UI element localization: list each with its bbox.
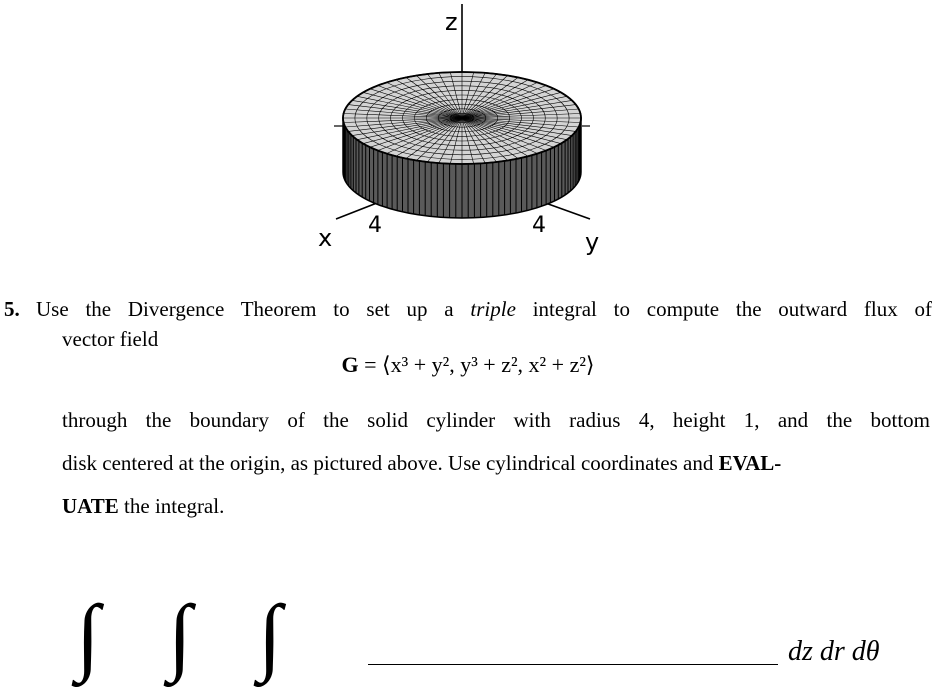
integral-sign-3: ∫ bbox=[258, 587, 282, 683]
top-spoke bbox=[363, 117, 463, 144]
top-spoke bbox=[461, 72, 474, 119]
top-spoke bbox=[461, 75, 508, 119]
top-spoke bbox=[345, 108, 463, 119]
top-spoke bbox=[461, 77, 519, 119]
paragraph-line-3-text: the integral. bbox=[124, 494, 225, 518]
top-spoke bbox=[369, 88, 463, 119]
top-spoke bbox=[386, 117, 463, 154]
top-spoke bbox=[461, 117, 474, 164]
top-spoke bbox=[461, 104, 576, 119]
top-spoke bbox=[377, 85, 463, 119]
top-spoke bbox=[461, 72, 486, 119]
x-axis-label: x bbox=[318, 224, 332, 252]
vector-name: G bbox=[341, 352, 359, 377]
top-spoke bbox=[461, 96, 567, 119]
top-spoke bbox=[461, 117, 529, 157]
side-stripes bbox=[342, 118, 582, 218]
top-spoke bbox=[461, 88, 555, 119]
top-spoke bbox=[386, 82, 463, 119]
top-spoke bbox=[461, 117, 579, 128]
top-spoke bbox=[461, 117, 555, 148]
top-spoke bbox=[461, 100, 572, 119]
top-spoke bbox=[343, 113, 463, 119]
cylinder-figure: z x y 4 4 bbox=[318, 4, 599, 256]
paragraph-line-3: UATE the integral. bbox=[62, 494, 224, 519]
top-spoke bbox=[416, 75, 463, 119]
top-spoke bbox=[450, 117, 463, 164]
top-spoke bbox=[427, 73, 463, 119]
top-spoke bbox=[352, 100, 463, 119]
top-spoke bbox=[461, 117, 576, 132]
integral-sign-2: ∫ bbox=[168, 587, 192, 683]
top-spoke bbox=[405, 117, 463, 159]
top-spoke bbox=[345, 117, 463, 128]
top-spoke bbox=[461, 108, 579, 119]
answer-blank[interactable] bbox=[368, 664, 778, 665]
top-spoke bbox=[343, 117, 463, 123]
vector-field-formula: G = ⟨x³ + y², y³ + z², x² + z²⟩ bbox=[0, 352, 936, 378]
top-spoke bbox=[352, 117, 463, 136]
emphasis-triple: triple bbox=[470, 297, 516, 321]
top-spoke bbox=[395, 117, 463, 157]
top-spoke bbox=[461, 73, 497, 119]
top-spoke bbox=[461, 117, 486, 164]
integral-sign-1: ∫ bbox=[76, 587, 100, 683]
top-spoke bbox=[461, 85, 547, 119]
top-spoke bbox=[461, 82, 538, 119]
top-spoke bbox=[405, 77, 463, 119]
top-spoke bbox=[461, 117, 567, 140]
top-spoke bbox=[461, 92, 561, 119]
top-spoke bbox=[357, 96, 463, 119]
top-spoke bbox=[416, 117, 463, 161]
top-spoke bbox=[427, 117, 463, 163]
paragraph-line-3-bold: UATE bbox=[62, 494, 119, 518]
top-spoke bbox=[395, 79, 463, 119]
problem-line-1: Use the Divergence Theorem to set up a t… bbox=[36, 294, 932, 324]
top-spoke bbox=[461, 79, 529, 119]
top-spoke bbox=[461, 117, 519, 159]
top-spoke bbox=[450, 72, 463, 119]
cylinder-top bbox=[342, 71, 582, 165]
paragraph-line-2-text: disk centered at the origin, as pictured… bbox=[62, 451, 714, 475]
top-spoke bbox=[461, 117, 547, 151]
top-spoke bbox=[438, 72, 463, 119]
differentials: dz dr dθ bbox=[788, 636, 880, 667]
z-axis-label: z bbox=[445, 8, 458, 36]
y-axis-label: y bbox=[585, 228, 599, 256]
top-spoke bbox=[461, 117, 581, 123]
top-spoke bbox=[461, 113, 581, 119]
top-spoke bbox=[461, 117, 497, 163]
top-spoke bbox=[461, 117, 572, 136]
top-spoke bbox=[377, 117, 463, 151]
problem-line-2: vector field bbox=[62, 327, 159, 351]
paragraph-line-1: through the boundary of the solid cylind… bbox=[62, 408, 930, 432]
problem-line-1-end: integral to compute the outward flux of bbox=[532, 297, 933, 321]
top-spoke bbox=[438, 117, 463, 164]
top-spoke bbox=[461, 117, 538, 154]
top-rim bbox=[342, 71, 582, 165]
top-spoke bbox=[461, 117, 561, 144]
paragraph-line-2-bold: EVAL- bbox=[718, 451, 782, 475]
top-spoke bbox=[348, 104, 463, 119]
top-spoke bbox=[363, 92, 463, 119]
top-spoke bbox=[369, 117, 463, 148]
problem-line-1-start: Use the Divergence Theorem to set up a bbox=[36, 297, 454, 321]
vector-definition: = ⟨x³ + y², y³ + z², x² + z²⟩ bbox=[364, 352, 595, 377]
top-spokes bbox=[343, 72, 581, 164]
problem-number: 5. bbox=[4, 297, 20, 321]
top-spoke bbox=[348, 117, 463, 132]
paragraph-line-2: disk centered at the origin, as pictured… bbox=[62, 451, 781, 476]
y-tick-label: 4 bbox=[532, 213, 546, 238]
top-spoke bbox=[357, 117, 463, 140]
x-tick-label: 4 bbox=[368, 213, 382, 238]
top-spoke bbox=[461, 117, 508, 161]
